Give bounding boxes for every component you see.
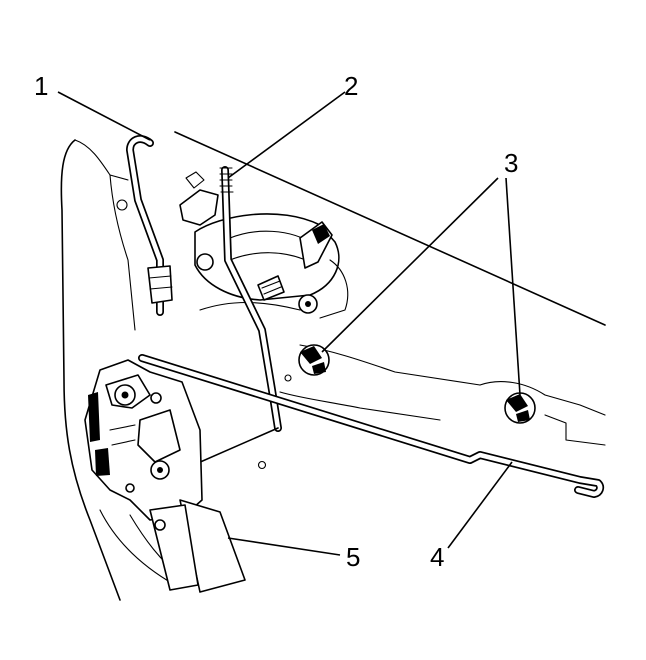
lock-rod xyxy=(138,354,605,498)
leader-3b xyxy=(505,177,521,396)
callout-4: 4 xyxy=(430,542,444,572)
callout-2: 2 xyxy=(344,71,358,101)
outside-handle-assembly xyxy=(179,171,349,319)
leader-1 xyxy=(57,91,151,141)
callout-leaders xyxy=(57,91,521,556)
leader-4 xyxy=(447,461,513,549)
leader-3a xyxy=(321,177,499,353)
rod-clip-upper xyxy=(298,344,330,376)
leader-5 xyxy=(227,537,341,556)
callout-5: 5 xyxy=(346,542,360,572)
callout-3: 3 xyxy=(504,148,518,178)
callout-1: 1 xyxy=(34,71,48,101)
rod-clip-lower xyxy=(504,392,536,424)
inside-lock-rod xyxy=(126,135,173,316)
leader-2 xyxy=(227,91,346,179)
door-latch-assembly xyxy=(84,359,246,593)
